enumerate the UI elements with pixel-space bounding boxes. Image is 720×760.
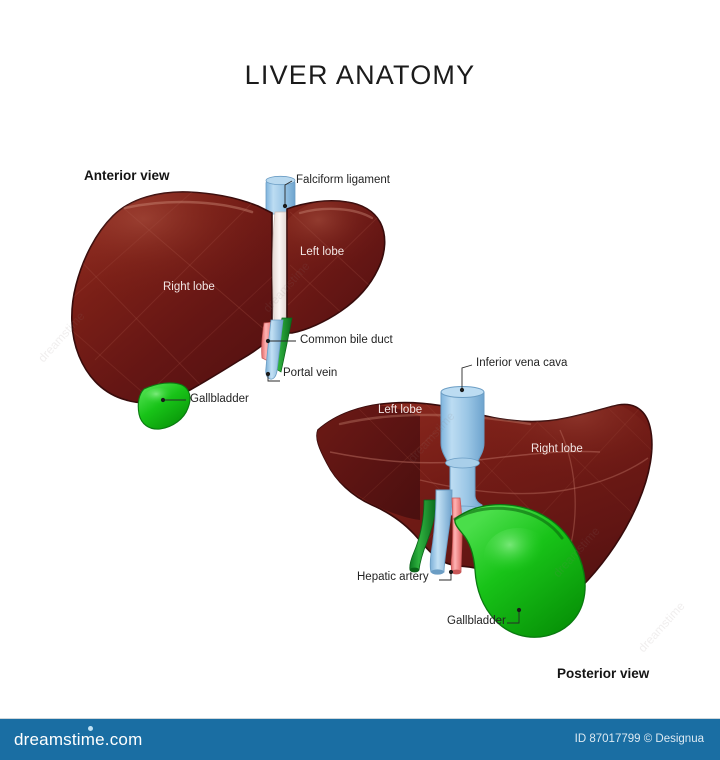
label-anterior-left-lobe: Left lobe <box>300 246 345 258</box>
label-anterior-right-lobe: Right lobe <box>163 281 215 293</box>
label-hepatic-artery: Hepatic artery <box>357 571 429 583</box>
label-anterior-gallbladder: Gallbladder <box>190 393 249 405</box>
footer-bar: dreamstime.com ID 87017799 © Designua <box>0 718 720 760</box>
anterior-inferior-vena-cava <box>265 175 296 215</box>
dreamstime-logo[interactable]: dreamstime.com <box>14 726 143 750</box>
label-falciform-ligament: Falciform ligament <box>296 174 390 186</box>
page-title: LIVER ANATOMY <box>244 60 476 90</box>
falciform-ligament-shape <box>272 211 288 334</box>
image-credit: ID 87017799 © Designua <box>574 733 704 745</box>
anterior-leader-lines <box>160 180 296 403</box>
label-common-bile-duct: Common bile duct <box>300 334 393 346</box>
dreamstime-logo-text: dreamstime.com <box>14 730 143 749</box>
label-posterior-right-lobe: Right lobe <box>531 443 583 455</box>
label-portal-vein: Portal vein <box>283 367 338 379</box>
anterior-view-label: Anterior view <box>84 168 170 183</box>
posterior-view-illustration <box>316 364 653 638</box>
posterior-leader-lines <box>439 364 522 624</box>
logo-dot-icon <box>88 726 93 731</box>
posterior-hepatic-artery-vessel <box>450 497 463 573</box>
anterior-portal-vein-vessel <box>265 319 284 380</box>
label-inferior-vena-cava: Inferior vena cava <box>476 357 568 369</box>
posterior-view-label: Posterior view <box>557 666 650 681</box>
anterior-view-illustration <box>71 175 386 430</box>
label-posterior-left-lobe: Left lobe <box>378 404 423 416</box>
label-posterior-gallbladder: Gallbladder <box>447 615 506 627</box>
